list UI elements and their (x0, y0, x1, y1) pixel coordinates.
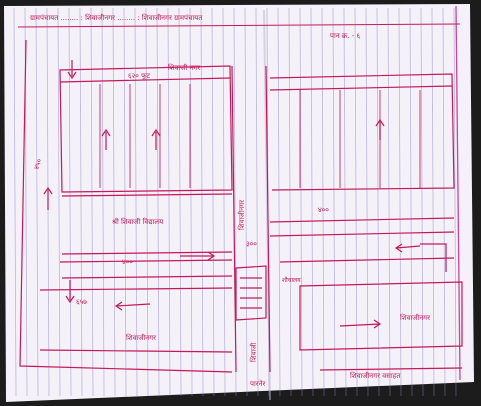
ruled-line (354, 7, 358, 397)
ruled-line (222, 7, 226, 397)
label-bottom-center: शिवाजी (249, 343, 258, 362)
label-dim-400-left: ४०० (122, 258, 133, 266)
ruled-line (134, 7, 138, 397)
label-bottom-right-name: शिवाजीनगर (400, 313, 430, 322)
ruled-line (321, 7, 325, 397)
ruled-line (332, 7, 336, 397)
ruled-line (112, 7, 116, 397)
label-bottom-left-name: शिवाजीनगर (126, 333, 156, 342)
label-small-office: शौचालय (282, 276, 301, 284)
ruled-line (68, 7, 72, 397)
ruled-line (123, 7, 127, 397)
label-bottom-sign: पारनेर (250, 379, 266, 388)
ruled-line (299, 7, 303, 397)
label-central-road: शिवाजीनगर (237, 200, 246, 230)
ruled-line (288, 7, 292, 397)
label-dim-450: ४५० (32, 157, 43, 170)
ruled-line (420, 7, 424, 397)
ruled-line (35, 7, 39, 397)
ruled-line (398, 7, 402, 397)
label-top-road-width: ६२० फूट (128, 72, 151, 80)
ruled-line (200, 7, 204, 397)
label-dim-400-right: ४०० (318, 206, 329, 214)
label-top-road-name: शिवाजी नगर (168, 63, 200, 72)
label-dim-657: ६५७ (76, 298, 87, 306)
header-title: ग्रामपंचायत ........ : शिवाजीनगर .......… (30, 13, 203, 22)
ruled-line (343, 7, 347, 397)
ruled-line (57, 7, 61, 397)
ruled-line (189, 7, 193, 397)
ruled-line (79, 7, 83, 397)
header-subline: पान क्र. - ६ (330, 32, 360, 40)
map-lines (19, 39, 463, 373)
ruled-line (13, 7, 17, 397)
ruled-line (156, 7, 160, 397)
ruled-line (409, 7, 413, 397)
ruled-line (90, 7, 94, 397)
ruled-line (277, 7, 281, 397)
ruled-line (211, 7, 215, 397)
ruled-line (387, 7, 391, 397)
ruled-line (431, 7, 435, 397)
ruled-line (167, 7, 171, 397)
ruled-line (178, 7, 182, 397)
label-main-road-name: श्री शिवाजी विद्यालय (112, 217, 164, 226)
ruled-line (365, 7, 369, 397)
ruled-line (145, 7, 149, 397)
ruled-line (376, 7, 380, 397)
ruled-line (255, 7, 259, 397)
ruled-line (310, 7, 314, 397)
ruled-line (453, 7, 457, 397)
label-dim-300: ३०० (246, 240, 257, 248)
ruled-line (101, 7, 105, 397)
label-bottom-right-title: शिवाजीनगर वसाहत (350, 371, 401, 380)
header-underline (17, 23, 461, 28)
margin-line (455, 5, 461, 381)
ruled-line (244, 7, 248, 397)
ruled-line (442, 7, 446, 397)
